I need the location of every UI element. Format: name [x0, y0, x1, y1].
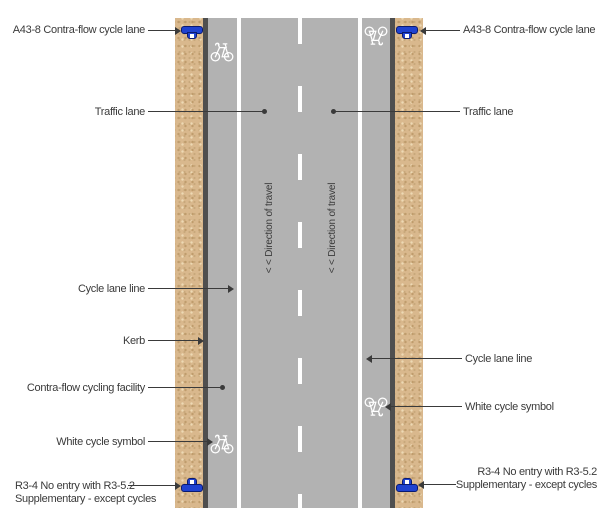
label-cycle-lane-line-right: Cycle lane line	[465, 353, 533, 365]
footway-left	[175, 18, 203, 508]
leader-contra-flow-facility	[148, 387, 220, 388]
a43-8-sign-icon	[181, 26, 205, 40]
leader-r3-4-right	[424, 484, 456, 485]
footway-right	[395, 18, 423, 508]
label-cycle-lane-line-left: Cycle lane line	[77, 283, 145, 295]
cycle-symbol-icon	[364, 397, 388, 417]
leader-cycle-lane-line-left	[148, 288, 228, 289]
label-white-cycle-symbol-left: White cycle symbol	[56, 436, 145, 448]
label-r3-4-right: R3-4 No entry with R3-5.2 Supplementary …	[456, 466, 597, 492]
leader-traffic-lane-left	[148, 111, 263, 112]
a43-8-sign-icon	[396, 26, 420, 40]
arrowhead	[175, 482, 181, 490]
arrowhead	[420, 27, 426, 35]
arrowhead	[175, 27, 181, 35]
leader-a43-8-left	[148, 30, 175, 31]
kerb-line-right	[390, 18, 395, 508]
label-r3-4-right-line2: Supplementary - except cycles	[455, 479, 597, 491]
label-traffic-lane-right: Traffic lane	[463, 106, 514, 118]
label-r3-4-left: R3-4 No entry with R3-5.2 Supplementary …	[15, 480, 156, 506]
arrowhead	[198, 337, 204, 345]
cycle-lane-line-marking-right	[358, 18, 362, 508]
label-contra-flow-facility: Contra-flow cycling facility	[26, 382, 145, 394]
label-r3-4-left-line1: R3-4 No entry with R3-5.2	[15, 480, 135, 492]
kerb-line-left	[203, 18, 208, 508]
arrowhead	[385, 403, 391, 411]
leader-traffic-lane-right	[335, 111, 460, 112]
arrowhead	[228, 285, 234, 293]
leader-white-cycle-symbol-right	[391, 406, 462, 407]
label-a43-8-left: A43-8 Contra-flow cycle lane	[12, 24, 146, 36]
label-kerb: Kerb	[122, 335, 145, 347]
arrowhead	[207, 438, 213, 446]
leader-white-cycle-symbol-left	[148, 441, 207, 442]
leader-cycle-lane-line-right	[372, 358, 462, 359]
label-traffic-lane-left: Traffic lane	[94, 106, 146, 118]
cycle-symbol-icon	[364, 26, 388, 46]
leader-r3-4-left	[128, 485, 175, 486]
arrowhead	[366, 355, 372, 363]
leader-dot	[220, 385, 225, 390]
leader-dot	[331, 109, 336, 114]
label-r3-4-left-line2: Supplementary - except cycles	[15, 493, 157, 505]
r3-4-sign-icon	[396, 478, 420, 492]
label-a43-8-right: A43-8 Contra-flow cycle lane	[463, 24, 596, 36]
direction-of-travel-text: < < Direction of travel	[264, 182, 275, 274]
centre-line-marking	[298, 18, 302, 508]
cycle-lane-line-marking-left	[237, 18, 241, 508]
cycle-symbol-icon	[210, 42, 234, 62]
leader-kerb	[148, 340, 198, 341]
label-r3-4-right-line1: R3-4 No entry with R3-5.2	[477, 466, 597, 478]
direction-of-travel-text: < < Direction of travel	[327, 182, 338, 274]
r3-4-sign-icon	[181, 478, 205, 492]
leader-dot	[262, 109, 267, 114]
leader-a43-8-right	[426, 30, 460, 31]
arrowhead	[418, 481, 424, 489]
cycle-symbol-icon	[210, 434, 234, 454]
label-white-cycle-symbol-right: White cycle symbol	[465, 401, 554, 413]
